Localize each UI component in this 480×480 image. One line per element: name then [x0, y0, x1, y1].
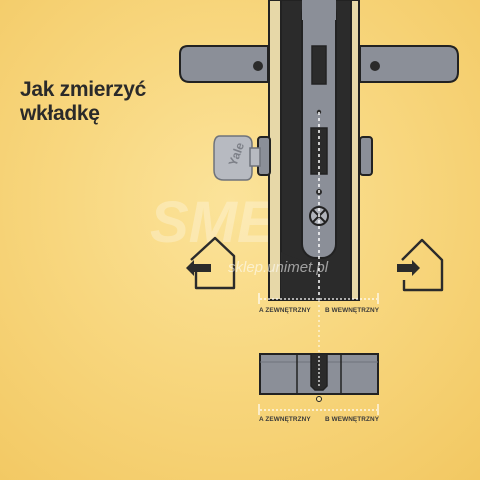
house-arrow-out-icon: [186, 236, 236, 290]
handle-inner: [359, 45, 459, 83]
cylinder-dimension: A ZEWNĘTRZNY B WEWNĘTRZNY: [258, 404, 380, 423]
euro-cylinder: [259, 353, 379, 402]
title-line-1: Jak zmierzyć: [20, 78, 146, 101]
watermark-site: sklep.unimet.pl: [228, 259, 329, 276]
handle-outer: [179, 45, 269, 83]
cyl-dim-a-label: A ZEWNĘTRZNY: [259, 416, 311, 423]
lock-mortise: [301, 0, 337, 259]
cyl-dim-b-label: B WEWNĘTRZNY: [325, 416, 380, 423]
escutcheon-inner: [359, 136, 373, 176]
door-dim-b-label: B WEWNĘTRZNY: [325, 307, 380, 314]
page-title: Jak zmierzyć wkładkę: [20, 78, 146, 126]
door-dim-a-label: A ZEWNĘTRZNY: [259, 307, 311, 314]
key: Yale: [213, 135, 261, 181]
title-line-2: wkładkę: [20, 102, 100, 125]
door-dimension: A ZEWNĘTRZNY B WEWNĘTRZNY: [258, 293, 380, 314]
door-leaf: [268, 0, 360, 301]
house-arrow-in-icon: [397, 238, 444, 292]
